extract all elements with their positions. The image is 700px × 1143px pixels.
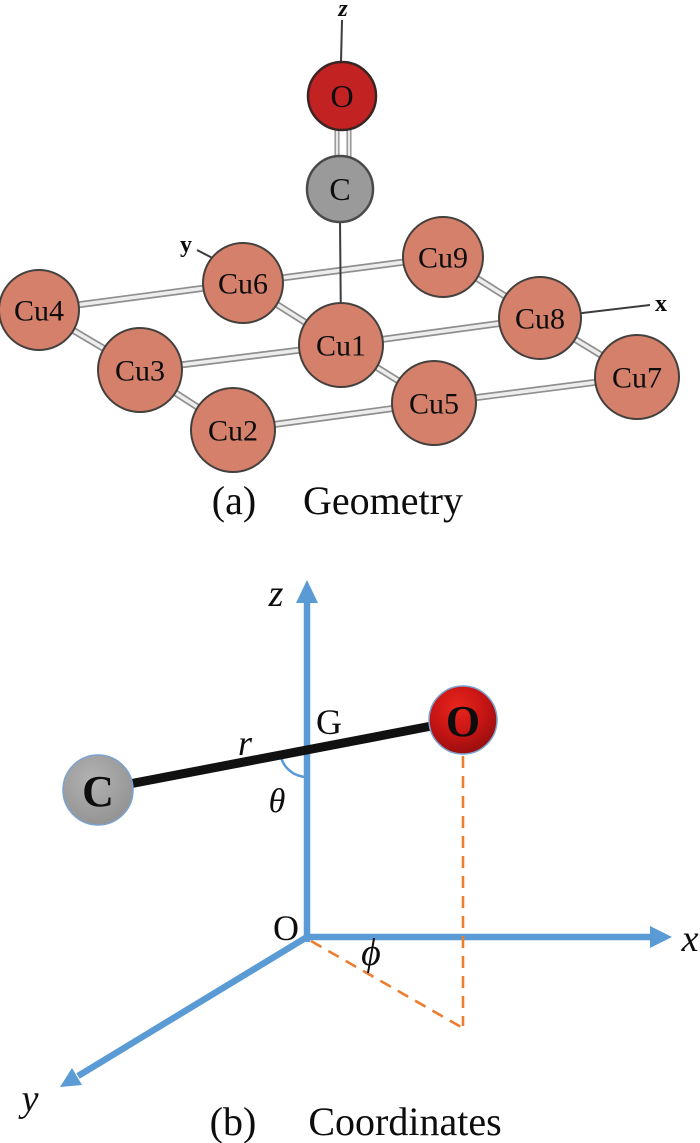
atom-oxygen-a: O xyxy=(306,60,378,132)
azimuth-projection-dashed-line xyxy=(310,939,462,1029)
z-axis-leader-line xyxy=(340,19,343,63)
polar-angle-label: θ xyxy=(269,783,286,820)
panel-b-caption-label: (b) xyxy=(210,1099,257,1143)
y-axis-arrowhead xyxy=(60,1068,82,1087)
atom-cu6: Cu6 xyxy=(202,242,284,324)
atom-cu5: Cu5 xyxy=(391,360,477,446)
panel-a-caption-title: Geometry xyxy=(303,478,463,523)
oxygen-sphere-b: O xyxy=(428,685,498,755)
z-axis-arrowhead xyxy=(296,580,318,603)
atom-cu1: Cu1 xyxy=(298,302,384,388)
panel-b-coordinates: C O z x y O G r θ ϕ (b) Coordinates xyxy=(18,573,699,1143)
bond-center-label: G xyxy=(316,702,342,742)
panel-a-caption-label: (a) xyxy=(212,478,256,523)
z-axis-label-b: z xyxy=(268,573,284,615)
origin-label: O xyxy=(273,908,299,948)
atom-cu7: Cu7 xyxy=(594,334,680,420)
cu9-label: Cu9 xyxy=(418,242,468,275)
atom-carbon-a: C xyxy=(305,154,375,224)
cu7-label: Cu7 xyxy=(612,362,662,395)
azimuthal-angle-label: ϕ xyxy=(361,932,381,974)
cu6-label: Cu6 xyxy=(218,268,268,301)
cu4-label: Cu4 xyxy=(14,295,64,328)
x-axis-label-a: x xyxy=(655,291,667,317)
oxygen-label-b: O xyxy=(446,697,480,746)
atom-cu3: Cu3 xyxy=(97,327,183,413)
panel-b-caption-title: Coordinates xyxy=(308,1099,501,1143)
cu2-label: Cu2 xyxy=(208,415,258,448)
cu3-label: Cu3 xyxy=(115,355,165,388)
y-axis-b xyxy=(76,934,309,1079)
atom-cu8: Cu8 xyxy=(498,276,582,360)
carbon-label-b: C xyxy=(82,767,114,816)
cu5-label: Cu5 xyxy=(409,388,459,421)
atom-cu4: Cu4 xyxy=(0,269,80,351)
carbon-label: C xyxy=(329,171,350,207)
oxygen-label: O xyxy=(330,78,353,114)
y-axis-label-a: y xyxy=(180,232,192,258)
atom-cu2: Cu2 xyxy=(190,387,276,473)
bond-length-label: r xyxy=(238,723,253,763)
panel-a-geometry: O C Cu4 Cu6 Cu9 Cu3 Cu1 Cu8 xyxy=(0,0,680,523)
y-axis-label-b: y xyxy=(18,1078,39,1120)
atom-cu9: Cu9 xyxy=(402,216,484,298)
x-axis-label-b: x xyxy=(681,918,699,960)
co-bond-b xyxy=(97,715,464,795)
carbon-sphere-b: C xyxy=(62,754,134,826)
cu1-label: Cu1 xyxy=(316,330,366,363)
z-axis-label-a: z xyxy=(337,0,348,22)
cu8-label: Cu8 xyxy=(515,303,565,336)
x-axis-leader-line xyxy=(573,304,651,315)
x-axis-arrowhead xyxy=(650,926,672,948)
